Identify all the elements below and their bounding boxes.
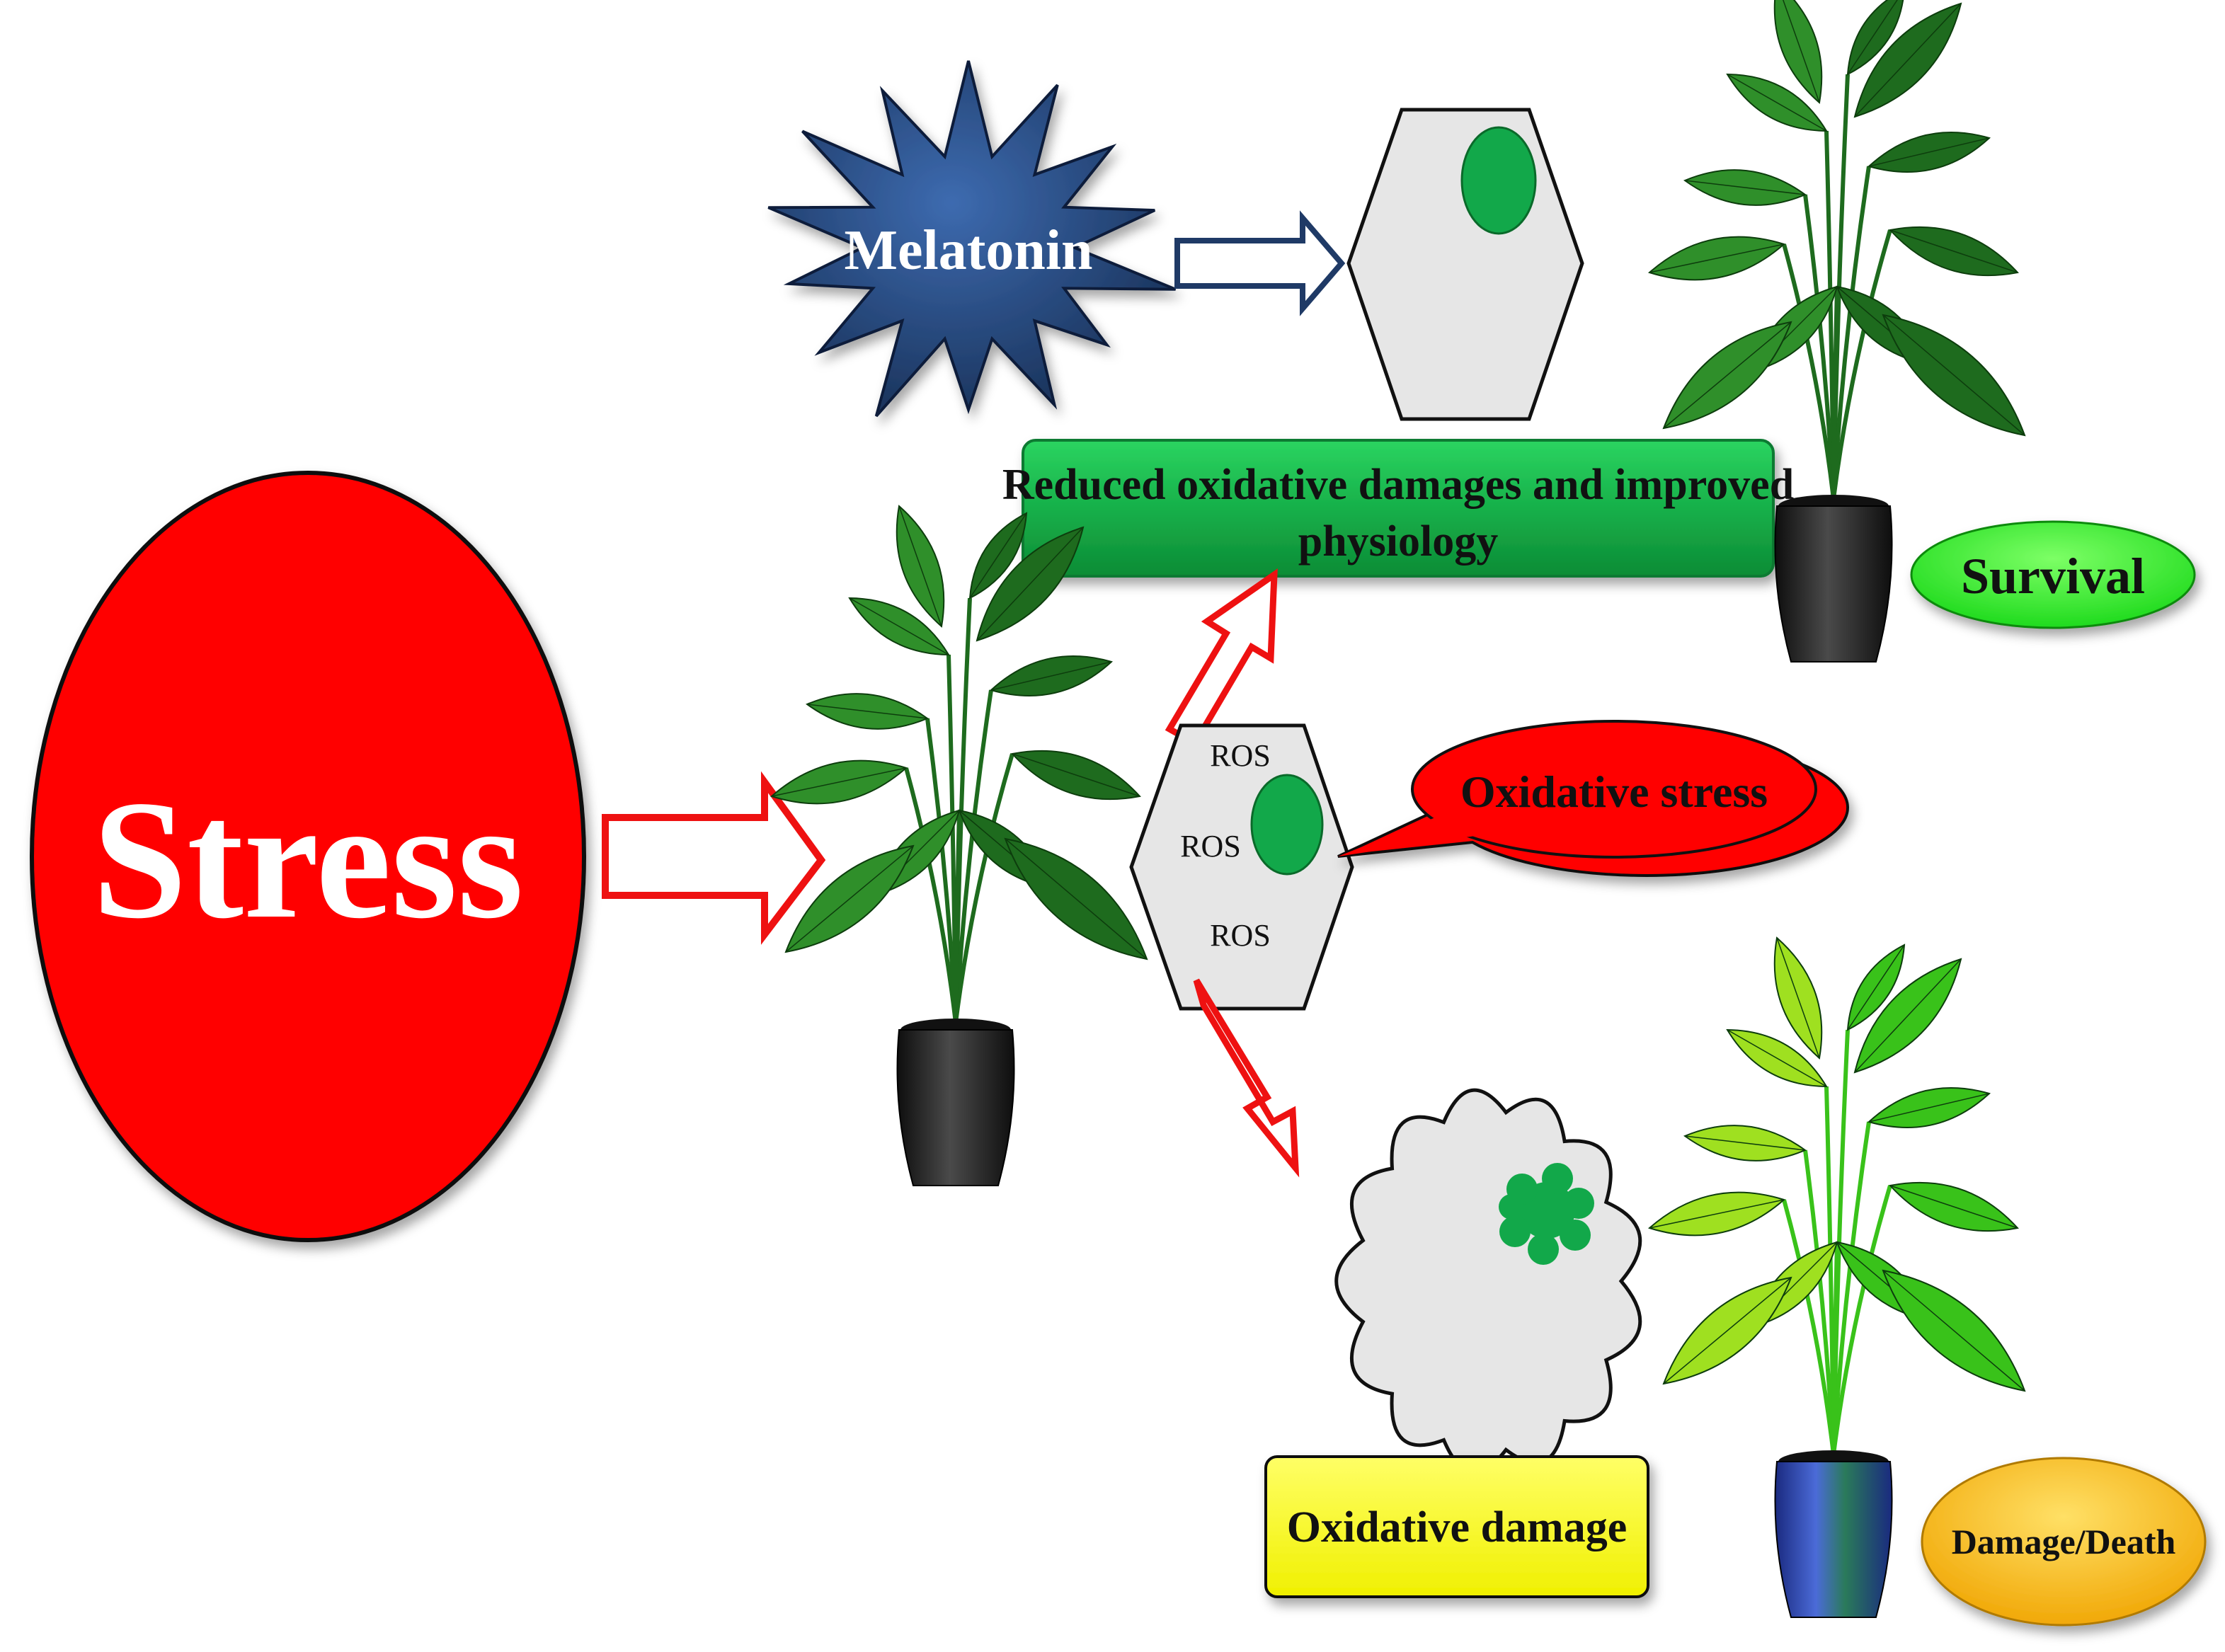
healthy-cell bbox=[1346, 108, 1584, 421]
stressed-cell: ROS ROS ROS bbox=[1129, 723, 1354, 1011]
ros-to-damage-arrow bbox=[1193, 978, 1300, 1178]
stress-label: Stress bbox=[93, 765, 524, 953]
ros-to-recovery-arrow bbox=[1165, 568, 1278, 748]
oxidative-stress-label: Oxidative stress bbox=[1460, 767, 1768, 817]
fragmented-nucleus bbox=[1499, 1163, 1594, 1265]
ros-label-1: ROS bbox=[1210, 738, 1271, 773]
healthy-nucleus bbox=[1460, 126, 1537, 235]
stress-to-plant-arrow bbox=[602, 771, 826, 945]
potted-plant-damaged-icon bbox=[1647, 936, 2026, 1618]
stressed-nucleus bbox=[1250, 774, 1324, 876]
stress-node: Stress bbox=[30, 471, 586, 1242]
melatonin-to-cell-arrow bbox=[1174, 210, 1346, 316]
ros-label-3: ROS bbox=[1210, 918, 1271, 953]
oxidative-damage-label: Oxidative damage bbox=[1287, 1503, 1627, 1551]
potted-plant-icon bbox=[1647, 0, 2026, 662]
survival-label: Survival bbox=[1961, 548, 2145, 604]
oxidative-stress-callout: Oxidative stress bbox=[1337, 720, 1849, 877]
melatonin-node: Melatonin bbox=[767, 60, 1177, 418]
reduced-damage-line1: Reduced oxidative damages and improved bbox=[1002, 461, 1794, 509]
ros-label-2: ROS bbox=[1180, 829, 1241, 864]
damaged-cell bbox=[1334, 1088, 1642, 1474]
damage-death-label: Damage/Death bbox=[1952, 1522, 2176, 1561]
reduced-damage-box: Reduced oxidative damages and improved p… bbox=[1002, 439, 1794, 578]
potted-plant-icon bbox=[770, 505, 1148, 1186]
reduced-damage-line2: physiology bbox=[1298, 517, 1499, 566]
damage-death-node: Damage/Death bbox=[1921, 1457, 2207, 1627]
oxidative-damage-box: Oxidative damage bbox=[1264, 1455, 1649, 1598]
survival-node: Survival bbox=[1910, 520, 2196, 629]
melatonin-label: Melatonin bbox=[844, 219, 1092, 282]
